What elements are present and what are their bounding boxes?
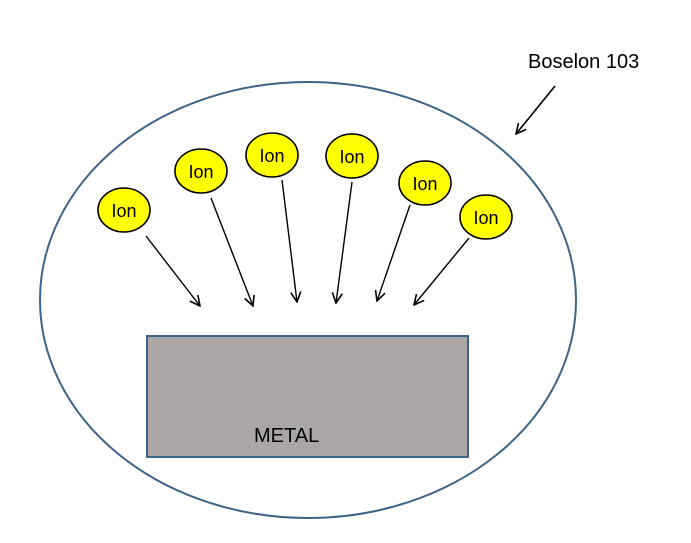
ion-arrow [377,204,411,301]
ion-arrow [210,197,253,306]
ion-label: Ion [412,174,437,194]
ion-node: Ion [174,148,228,194]
boselon-callout-arrow [516,85,556,134]
ion-label: Ion [339,147,364,167]
ion-label: Ion [111,201,136,221]
ion-node: Ion [245,132,299,178]
ion-label: Ion [259,146,284,166]
ion-node: Ion [97,187,151,233]
ion-node: Ion [325,133,379,179]
ion-arrow [281,179,297,302]
ion-label: Ion [188,162,213,182]
ion-node: Ion [459,194,513,240]
metal-block: METAL [146,335,469,458]
boselon-callout-label: Boselon 103 [528,51,639,73]
ion-label: Ion [473,208,498,228]
ion-arrow [145,235,200,306]
ion-arrow [336,181,353,303]
ion-node: Ion [398,160,452,206]
boselon-enclosure [39,81,577,519]
metal-label: METAL [254,425,319,447]
ion-arrow [414,237,470,305]
